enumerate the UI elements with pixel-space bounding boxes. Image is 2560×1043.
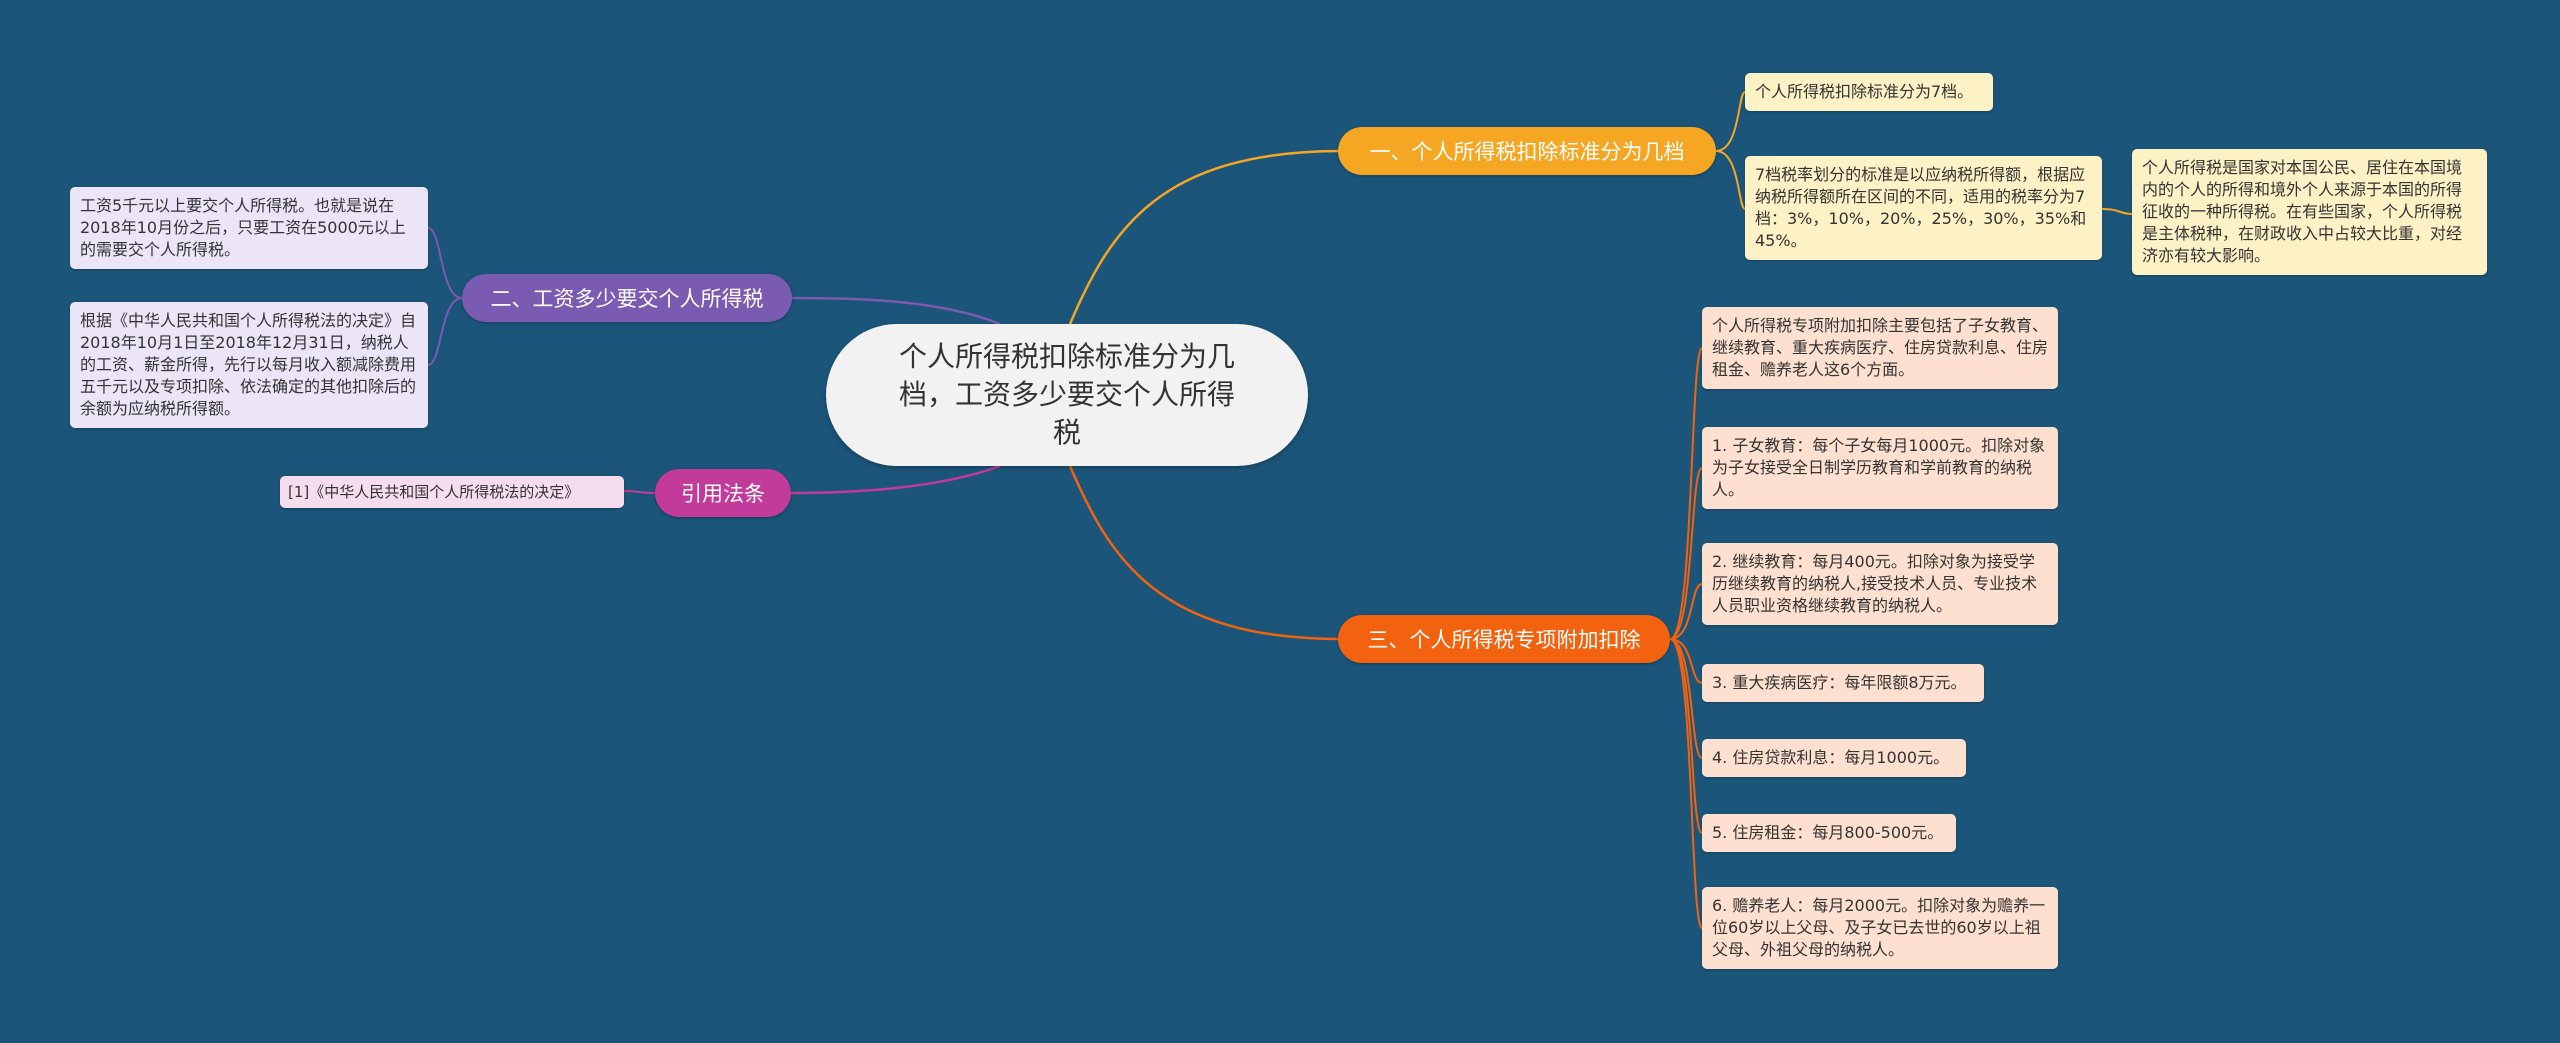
- leaf-housing-loan[interactable]: 4. 住房贷款利息：每月1000元。: [1702, 739, 1966, 777]
- leaf-seven-levels[interactable]: 个人所得税扣除标准分为7档。: [1745, 73, 1993, 111]
- leaf-serious-illness[interactable]: 3. 重大疾病医疗：每年限额8万元。: [1702, 664, 1984, 702]
- leaf-continuing-education[interactable]: 2. 继续教育：每月400元。扣除对象为接受学历继续教育的纳税人,接受技术人员、…: [1702, 543, 2058, 625]
- leaf-salary-5000[interactable]: 工资5千元以上要交个人所得税。也就是说在2018年10月份之后，只要工资在500…: [70, 187, 428, 269]
- leaf-housing-rent[interactable]: 5. 住房租金：每月800-500元。: [1702, 814, 1956, 852]
- branch-salary-threshold[interactable]: 二、工资多少要交个人所得税: [462, 274, 792, 322]
- branch-special-deductions[interactable]: 三、个人所得税专项附加扣除: [1338, 615, 1670, 663]
- leaf-child-education[interactable]: 1. 子女教育：每个子女每月1000元。扣除对象为子女接受全日制学历教育和学前教…: [1702, 427, 2058, 509]
- leaf-special-overview[interactable]: 个人所得税专项附加扣除主要包括了子女教育、继续教育、重大疾病医疗、住房贷款利息、…: [1702, 307, 2058, 389]
- leaf-rate-levels[interactable]: 7档税率划分的标准是以应纳税所得额，根据应纳税所得额所在区间的不同，适用的税率分…: [1745, 156, 2102, 260]
- branch-deduction-levels[interactable]: 一、个人所得税扣除标准分为几档: [1338, 127, 1716, 175]
- leaf-income-tax-definition[interactable]: 个人所得税是国家对本国公民、居住在本国境内的个人的所得和境外个人来源于本国的所得…: [2132, 149, 2487, 275]
- leaf-cited-law[interactable]: [1]《中华人民共和国个人所得税法的决定》: [280, 476, 624, 508]
- leaf-elderly-support[interactable]: 6. 赡养老人：每月2000元。扣除对象为赡养一位60岁以上父母、及子女已去世的…: [1702, 887, 2058, 969]
- leaf-law-basis[interactable]: 根据《中华人民共和国个人所得税法的决定》自2018年10月1日至2018年12月…: [70, 302, 428, 428]
- root-topic[interactable]: 个人所得税扣除标准分为几档，工资多少要交个人所得税: [826, 324, 1308, 466]
- branch-cited-law[interactable]: 引用法条: [655, 469, 791, 517]
